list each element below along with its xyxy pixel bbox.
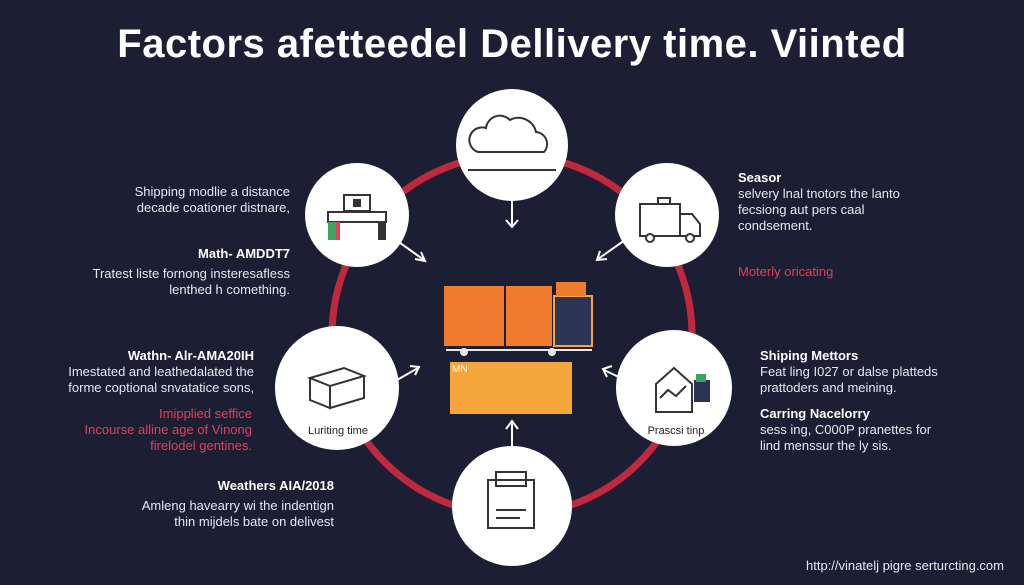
right-block-3: Shiping Mettors Feat ling I027 or dalse … bbox=[760, 348, 938, 395]
footer-url[interactable]: http://vinatelj pigre serturcting.com bbox=[806, 558, 1004, 573]
left-block-1: Shipping modlie a distance decade coatio… bbox=[134, 184, 290, 215]
page-title: Factors afetteedel Dellivery time. Viint… bbox=[117, 22, 907, 66]
left-block-5: Weathers AIA/2018 Amleng havearry wi the… bbox=[141, 478, 334, 529]
node-bottom bbox=[452, 446, 572, 566]
node-mid-left-label: Luriting time bbox=[308, 425, 368, 437]
central-orange-box bbox=[450, 362, 572, 414]
node-top-right bbox=[615, 163, 719, 267]
node-top bbox=[456, 89, 568, 201]
right-block-2: Moterly oricating bbox=[738, 264, 834, 279]
node-mid-right bbox=[616, 330, 732, 446]
right-block-4: Carring Nacelorry sess ing, C000P pranet… bbox=[760, 406, 932, 453]
central-truck-icon bbox=[444, 282, 593, 356]
left-block-2: Math- AMDDT7 Tratest liste fornong inste… bbox=[92, 246, 291, 297]
left-block-3: Wathn- Alr-AMA20IH Imestated and leathed… bbox=[68, 348, 254, 395]
node-mid-right-label: Prascsi tinp bbox=[647, 425, 705, 437]
node-top-left bbox=[305, 163, 409, 267]
node-mid-left bbox=[275, 326, 399, 450]
left-block-4: Imipplied seffice Incourse alline age of… bbox=[84, 406, 252, 453]
center-label: MN bbox=[452, 364, 468, 375]
right-block-1: Seasor selvery lnal tnotors the lanto fe… bbox=[738, 170, 900, 233]
